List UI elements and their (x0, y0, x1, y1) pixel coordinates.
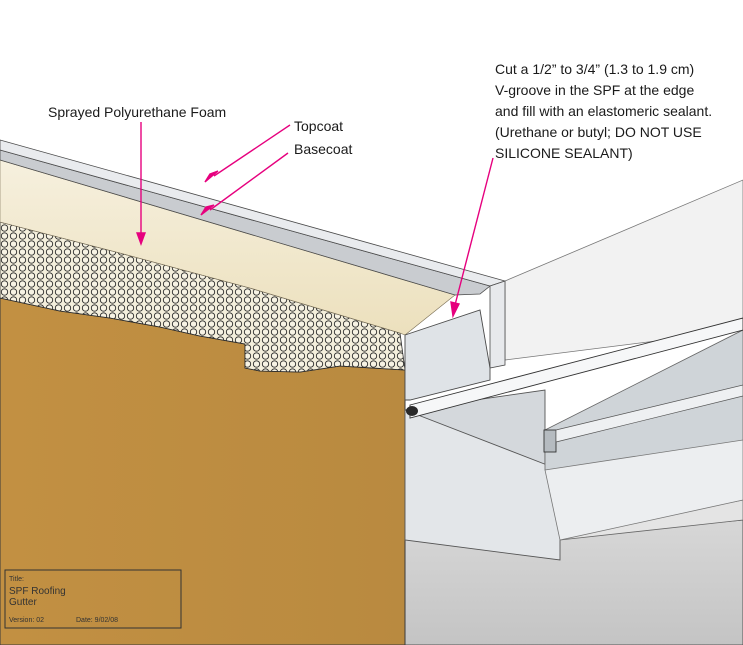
gutter-face (404, 309, 491, 401)
title-block-subtitle: Gutter (9, 597, 37, 608)
v-groove-note-line: SILICONE SEALANT) (495, 145, 633, 161)
label-topcoat: Topcoat (294, 118, 343, 134)
spf-leader-arrow (136, 232, 146, 247)
v-groove-note-line: V-groove in the SPF at the edge (495, 82, 694, 98)
vgroove-leader-arrow (450, 301, 461, 319)
v-groove-note-line: Cut a 1/2” to 3/4” (1.3 to 1.9 cm) (495, 61, 694, 77)
label-v-groove-note: Cut a 1/2” to 3/4” (1.3 to 1.9 cm) V-gro… (495, 61, 716, 161)
gutter-hanger-arm (555, 384, 743, 443)
title-block-version: Version: 02 (9, 617, 44, 624)
basecoat-leader (209, 152, 289, 211)
gutter-back-wall-edge (489, 280, 506, 369)
label-basecoat: Basecoat (294, 141, 352, 157)
basecoat-leader-arrow (200, 204, 215, 216)
v-groove-note-line: (Urethane or butyl; DO NOT USE (495, 124, 702, 140)
gutter-bottom (544, 439, 743, 541)
topcoat-leader-arrow (204, 170, 219, 183)
label-sprayed-polyurethane-foam: Sprayed Polyurethane Foam (48, 104, 226, 120)
gutter-lip-end (406, 406, 418, 416)
leader-lines (136, 122, 494, 319)
title-block: Title: SPF Roofing Gutter Version: 02 Da… (4, 569, 182, 629)
title-block-title: SPF Roofing (9, 586, 66, 597)
topcoat-leader (213, 124, 291, 177)
title-block-date: Date: 9/02/08 (76, 617, 118, 624)
gutter-lower-panel (404, 409, 561, 561)
title-block-frame (4, 569, 182, 629)
spf-foam-surface (0, 159, 456, 336)
gutter-hanger (543, 429, 557, 453)
vgroove-leader (454, 157, 494, 306)
title-block-label: Title: (9, 576, 24, 583)
v-groove-note-line: and fill with an elastomeric sealant. (495, 103, 712, 119)
